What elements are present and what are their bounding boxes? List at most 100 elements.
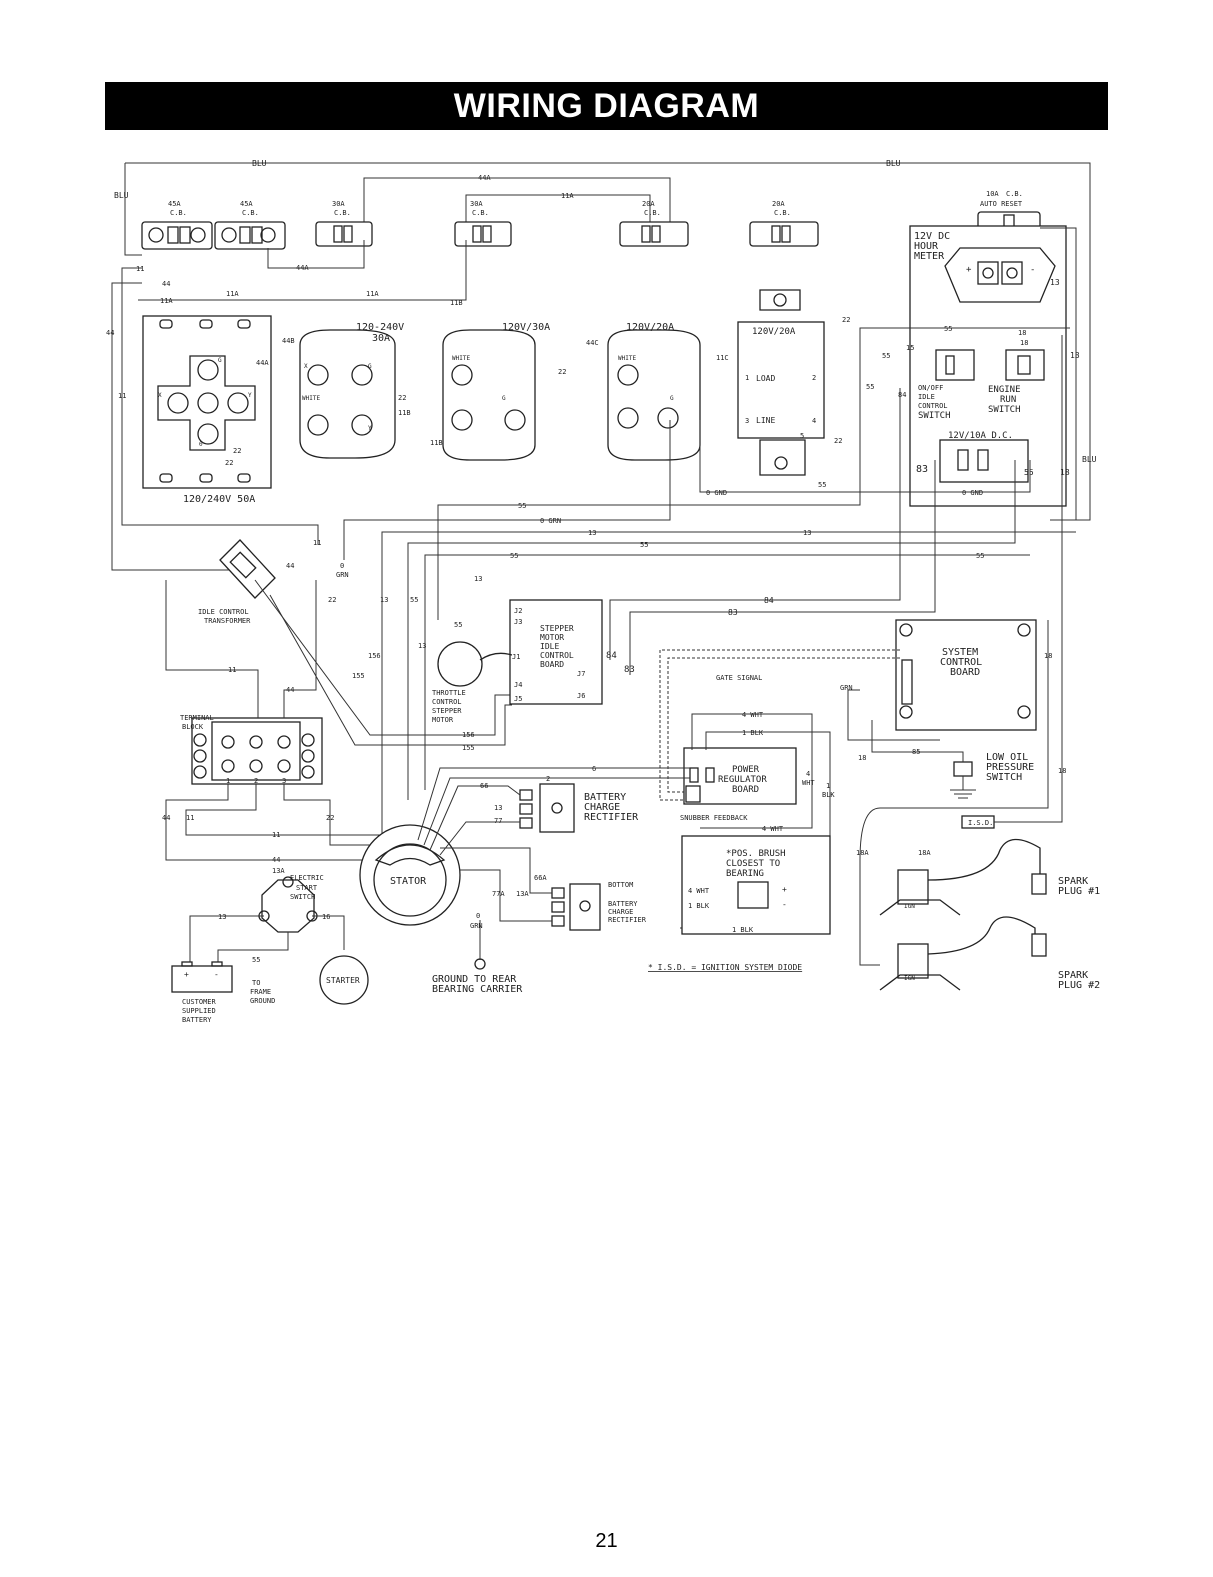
svg-text:X: X [304, 363, 308, 370]
svg-text:GROUND TO REAR: GROUND TO REAR [432, 974, 517, 985]
svg-text:*POS. BRUSH: *POS. BRUSH [726, 849, 786, 859]
label-11b-top: 11B [450, 299, 463, 307]
label-13-right: 13 [1070, 351, 1080, 360]
label-11a-mid: 11A [226, 290, 239, 298]
label-4-wht-b: 4 WHT [762, 825, 784, 833]
label-18a-b: 18A [918, 849, 931, 857]
wire-22-bottom [283, 784, 380, 846]
svg-text:STEPPER: STEPPER [540, 624, 574, 633]
svg-text:X: X [158, 392, 162, 399]
svg-text:BOARD: BOARD [732, 785, 759, 795]
svg-text:20A: 20A [642, 200, 655, 208]
label-44c: 44C [586, 339, 599, 347]
svg-text:4: 4 [812, 417, 816, 425]
svg-text:IGN: IGN [904, 903, 915, 910]
spark-plug-2: SPARK PLUG #2 [1031, 933, 1100, 991]
label-55-d: 55 [976, 552, 984, 560]
wire-77a [460, 869, 552, 922]
svg-text:C.B.: C.B. [242, 209, 259, 217]
svg-text:10A: 10A [986, 190, 999, 198]
battery-charge-rectifier: BATTERY CHARGE RECTIFIER [519, 783, 639, 833]
svg-text:THROTTLE: THROTTLE [432, 689, 466, 697]
label-83-step: 83 [624, 665, 635, 675]
svg-text:G: G [502, 395, 506, 402]
svg-text:CHARGE: CHARGE [608, 908, 633, 916]
starter-motor: STARTER [319, 955, 369, 1005]
receptacle-120v-20a: WHITE G 120V/20A [607, 322, 701, 461]
svg-text:BOTTOM: BOTTOM [608, 881, 633, 889]
label-13-mid: 13 [380, 596, 388, 604]
svg-text:J4: J4 [514, 681, 522, 689]
wire-11-left [121, 267, 319, 545]
breaker-45a-2: 45A C.B. [214, 200, 286, 250]
svg-text:83: 83 [916, 464, 928, 475]
svg-text:+: + [966, 265, 972, 275]
svg-text:1: 1 [745, 374, 749, 382]
label-18a-a: 18A [856, 849, 869, 857]
label-11b-mid: 11B [398, 409, 411, 417]
wire-gate-signal [659, 649, 900, 801]
brush-assembly: *POS. BRUSH CLOSEST TO BEARING 4 WHT 1 B… [681, 835, 831, 935]
label-0-grn-v: 0 [340, 562, 344, 570]
wire-18-isd [859, 620, 1049, 966]
svg-text:1: 1 [226, 777, 230, 785]
svg-text:MOTOR: MOTOR [540, 633, 564, 642]
svg-text:BATTERY: BATTERY [584, 792, 626, 803]
label-16: 16 [322, 913, 330, 921]
svg-text:TERMINAL: TERMINAL [180, 714, 214, 722]
svg-text:20A: 20A [772, 200, 785, 208]
terminal-block: 1 2 3 TERMINAL BLOCK [180, 714, 323, 785]
label-11a-right: 11A [366, 290, 379, 298]
svg-text:120V/20A: 120V/20A [752, 327, 796, 337]
svg-text:120/240V 50A: 120/240V 50A [183, 494, 255, 505]
svg-text:30A: 30A [332, 200, 345, 208]
page-number: 21 [595, 1530, 618, 1552]
wire-44-term [283, 580, 317, 718]
label-11c: 11C [716, 354, 729, 362]
svg-text:Y: Y [248, 392, 252, 399]
label-22-c: 22 [225, 459, 233, 467]
label-55-b: 55 [640, 541, 648, 549]
wire-156 [254, 579, 512, 736]
wire-77 [439, 821, 520, 856]
label-13-step: 13 [474, 575, 482, 583]
system-control-board: SYSTEM CONTROL BOARD [895, 619, 1037, 731]
svg-text:BEARING: BEARING [726, 869, 764, 879]
svg-text:SUPPLIED: SUPPLIED [182, 1007, 216, 1015]
electric-start-switch: ELECTRIC START SWITCH [258, 874, 324, 933]
stator: STATOR [359, 824, 461, 926]
svg-text:4 WHT: 4 WHT [688, 887, 710, 895]
label-22-gfci-a: 22 [842, 316, 850, 324]
svg-text:J1: J1 [512, 653, 520, 661]
svg-text:ENGINE: ENGINE [988, 385, 1021, 395]
wire-gate-signal-2 [667, 657, 900, 793]
label-44-bottom-b: 44 [272, 856, 280, 864]
engine-run-switch: ENGINE RUN SWITCH [988, 349, 1045, 415]
svg-text:C.B.: C.B. [472, 209, 489, 217]
wire-13-long [381, 531, 1076, 850]
svg-text:C.B.: C.B. [170, 209, 187, 217]
svg-text:TO: TO [252, 979, 260, 987]
label-156-a: 156 [368, 652, 381, 660]
label-44-trans: 44 [286, 562, 294, 570]
isd-diode: I.S.D. [961, 815, 995, 829]
svg-text:G: G [218, 357, 222, 364]
throttle-control-stepper-motor: THROTTLE CONTROL STEPPER MOTOR [432, 641, 513, 724]
label-4-v: 4 [806, 770, 810, 778]
spark-plug-1: SPARK PLUG #1 [1031, 873, 1100, 897]
label-66: 66 [480, 782, 488, 790]
svg-text:C.B.: C.B. [334, 209, 351, 217]
svg-text:12V/10A D.C.: 12V/10A D.C. [948, 431, 1013, 441]
wire-blu-top [125, 162, 1091, 521]
label-55-gfci: 55 [818, 481, 826, 489]
svg-text:SWITCH: SWITCH [988, 405, 1021, 415]
label-11-left: 11 [118, 392, 126, 400]
svg-text:J2: J2 [514, 607, 522, 615]
label-83-wire: 83 [728, 608, 738, 617]
wire-16 [312, 915, 345, 950]
svg-text:45A: 45A [240, 200, 253, 208]
svg-text:STEPPER: STEPPER [432, 707, 462, 715]
label-gate-signal: GATE SIGNAL [716, 674, 762, 682]
svg-text:120V/20A: 120V/20A [626, 322, 674, 333]
